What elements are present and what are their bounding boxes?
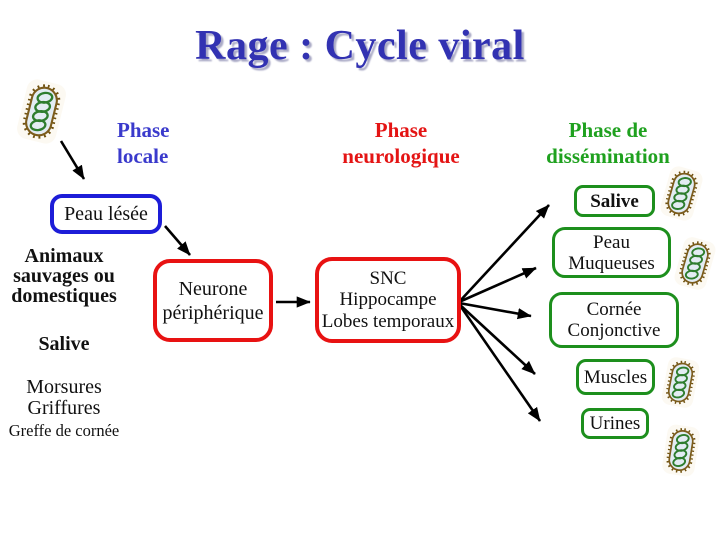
note-greffe-cornee: Greffe de cornée (8, 421, 120, 440)
box-muscles-label: Muscles (583, 366, 648, 388)
box-urines: Urines (581, 408, 649, 439)
box-neurone-line2: périphérique (162, 301, 264, 324)
box-salive-label: Salive (590, 190, 639, 212)
phase-dissemination-line1: Phase de (568, 118, 648, 142)
box-peau-muqueuses-line2: Muqueuses (568, 252, 655, 274)
box-snc-line1: SNC (369, 267, 407, 289)
arrow-snc-to-peau-muqueuses (458, 266, 537, 304)
box-peau-muqueuses-line1: Peau (593, 231, 630, 253)
box-neurone-line1: Neurone (178, 277, 248, 300)
box-peau-lesee: Peau lésée (50, 194, 162, 234)
box-salive: Salive (574, 185, 655, 217)
phase-neurologique-line1: Phase (374, 118, 428, 142)
rabies-virus-icon (670, 230, 720, 297)
note-morsures-griffures: Morsures Griffures (26, 376, 102, 419)
phase-neurologique-label: Phase neurologique (325, 117, 477, 169)
phase-dissemination-label: Phase de dissémination (527, 117, 689, 169)
note-animaux: Animaux sauvages ou domestiques (11, 245, 117, 307)
box-cornee-line2: Conjonctive (567, 320, 661, 341)
arrow-peau-lesee-to-neurone (164, 225, 191, 256)
transmission-notes: Animaux sauvages ou domestiques Salive M… (0, 246, 128, 440)
box-neurone-peripherique: Neurone périphérique (153, 259, 273, 342)
rabies-virus-icon (656, 160, 708, 227)
box-peau-muqueuses: Peau Muqueuses (552, 227, 671, 278)
arrow-snc-to-cornee (458, 301, 532, 320)
arrow-snc-to-urines (457, 303, 542, 422)
box-muscles: Muscles (576, 359, 655, 395)
phase-locale-label: Phase locale (117, 117, 227, 169)
box-snc-line2: Hippocampe (339, 289, 437, 311)
rabies-virus-icon (658, 351, 703, 414)
box-peau-lesee-label: Peau lésée (64, 202, 148, 225)
slide-title: Rage : Cycle viral (195, 23, 525, 69)
arrow-virus-to-peau-lesee (59, 140, 86, 180)
arrow-snc-to-salive (458, 204, 550, 303)
box-cornee-conjonctive: Cornée Conjonctive (549, 292, 679, 348)
phase-locale-line2: locale (117, 144, 169, 168)
box-urines-label: Urines (589, 413, 641, 434)
box-snc-line3: Lobes temporaux (321, 310, 455, 332)
box-snc: SNC Hippocampe Lobes temporaux (315, 257, 461, 343)
note-salive: Salive (38, 333, 90, 355)
rabies-virus-icon (12, 75, 71, 149)
phase-locale-line1: Phase (117, 118, 170, 142)
arrow-snc-to-muscles (458, 303, 536, 375)
phase-dissemination-line2: dissémination (546, 144, 670, 168)
rabies-virus-icon (658, 418, 703, 484)
box-cornee-line1: Cornée (586, 299, 642, 320)
phase-neurologique-line2: neurologique (342, 144, 460, 168)
